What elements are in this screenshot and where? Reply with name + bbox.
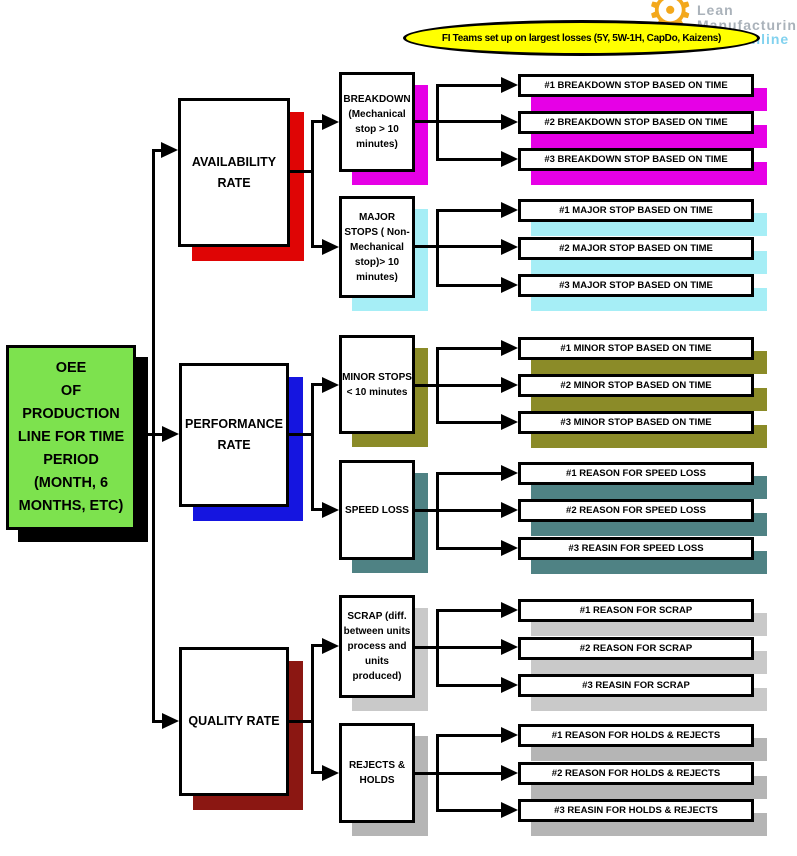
logo-lean: Lean — [697, 2, 734, 18]
node-speed-loss: SPEED LOSS — [339, 460, 415, 560]
connector-line — [436, 84, 501, 87]
arrowhead-icon — [162, 426, 179, 442]
connector-line — [290, 170, 314, 173]
node-rejects-holds: REJECTS & HOLDS — [339, 723, 415, 823]
loss-item-scrap-3: #3 REASIN FOR SCRAP — [518, 674, 754, 697]
connector-line — [436, 684, 501, 687]
connector-line — [415, 245, 501, 248]
connector-line — [289, 433, 314, 436]
connector-line — [436, 734, 501, 737]
connector-line — [311, 508, 323, 511]
loss-item-breakdown-2: #2 BREAKDOWN STOP BASED ON TIME — [518, 111, 754, 134]
loss-item-speed-1: #1 REASON FOR SPEED LOSS — [518, 462, 754, 485]
connector-line — [436, 84, 439, 161]
connector-line — [436, 472, 439, 550]
loss-item-breakdown-3: #3 BREAKDOWN STOP BASED ON TIME — [518, 148, 754, 171]
arrowhead-icon — [501, 239, 518, 255]
arrowhead-icon — [501, 414, 518, 430]
connector-line — [415, 120, 501, 123]
connector-line — [136, 433, 164, 436]
connector-line — [289, 720, 314, 723]
connector-line — [415, 646, 501, 649]
connector-line — [311, 120, 323, 123]
arrowhead-icon — [501, 465, 518, 481]
arrowhead-icon — [501, 540, 518, 556]
arrowhead-icon — [501, 340, 518, 356]
node-major-stops: MAJOR STOPS ( Non- Mechanical stop)> 10 … — [339, 196, 415, 298]
loss-item-scrap-2: #2 REASON FOR SCRAP — [518, 637, 754, 660]
node-quality-rate: QUALITY RATE — [179, 647, 289, 796]
arrowhead-icon — [501, 677, 518, 693]
loss-item-breakdown-1: #1 BREAKDOWN STOP BASED ON TIME — [518, 74, 754, 97]
loss-item-major-1: #1 MAJOR STOP BASED ON TIME — [518, 199, 754, 222]
arrowhead-icon — [501, 114, 518, 130]
connector-line — [436, 347, 439, 424]
node-breakdown: BREAKDOWN (Mechanical stop > 10 minutes) — [339, 72, 415, 172]
loss-item-rejects-3: #3 REASIN FOR HOLDS & REJECTS — [518, 799, 754, 822]
connector-line — [311, 644, 323, 647]
connector-line — [415, 509, 501, 512]
node-minor-stops: MINOR STOPS < 10 minutes — [339, 335, 415, 434]
node-scrap: SCRAP (diff. between units process and u… — [339, 595, 415, 698]
connector-line — [436, 347, 501, 350]
arrowhead-icon — [322, 638, 339, 654]
connector-line — [152, 149, 164, 152]
arrowhead-icon — [501, 77, 518, 93]
connector-line — [311, 245, 323, 248]
arrowhead-icon — [322, 114, 339, 130]
connector-line — [311, 383, 323, 386]
loss-item-rejects-2: #2 REASON FOR HOLDS & REJECTS — [518, 762, 754, 785]
loss-item-rejects-1: #1 REASON FOR HOLDS & REJECTS — [518, 724, 754, 747]
arrowhead-icon — [162, 713, 179, 729]
loss-item-minor-2: #2 MINOR STOP BASED ON TIME — [518, 374, 754, 397]
arrowhead-icon — [161, 142, 178, 158]
connector-line — [436, 158, 501, 161]
loss-item-minor-1: #1 MINOR STOP BASED ON TIME — [518, 337, 754, 360]
connector-line — [152, 149, 155, 723]
loss-item-major-2: #2 MAJOR STOP BASED ON TIME — [518, 237, 754, 260]
loss-item-major-3: #3 MAJOR STOP BASED ON TIME — [518, 274, 754, 297]
node-performance-rate: PERFORMANCE RATE — [179, 363, 289, 507]
connector-line — [436, 472, 501, 475]
arrowhead-icon — [501, 502, 518, 518]
arrowhead-icon — [322, 765, 339, 781]
connector-line — [436, 209, 501, 212]
node-oee-root: OEE OF PRODUCTION LINE FOR TIME PERIOD (… — [6, 345, 136, 530]
loss-item-scrap-1: #1 REASON FOR SCRAP — [518, 599, 754, 622]
connector-line — [436, 809, 501, 812]
connector-line — [436, 284, 501, 287]
connector-line — [311, 771, 323, 774]
connector-line — [415, 384, 501, 387]
connector-line — [436, 547, 501, 550]
banner-ellipse: FI Teams set up on largest losses (5Y, 5… — [403, 20, 760, 56]
arrowhead-icon — [501, 602, 518, 618]
connector-line — [311, 120, 314, 248]
connector-line — [436, 421, 501, 424]
arrowhead-icon — [501, 802, 518, 818]
loss-item-speed-2: #2 REASON FOR SPEED LOSS — [518, 499, 754, 522]
arrowhead-icon — [501, 765, 518, 781]
node-availability-rate: AVAILABILITY RATE — [178, 98, 290, 247]
connector-line — [436, 209, 439, 287]
loss-item-speed-3: #3 REASIN FOR SPEED LOSS — [518, 537, 754, 560]
connector-line — [152, 720, 164, 723]
connector-line — [415, 772, 501, 775]
connector-line — [311, 383, 314, 511]
arrowhead-icon — [322, 239, 339, 255]
connector-line — [436, 609, 501, 612]
arrowhead-icon — [501, 639, 518, 655]
arrowhead-icon — [501, 151, 518, 167]
connector-line — [311, 644, 314, 774]
arrowhead-icon — [322, 377, 339, 393]
arrowhead-icon — [501, 277, 518, 293]
arrowhead-icon — [501, 727, 518, 743]
loss-item-minor-3: #3 MINOR STOP BASED ON TIME — [518, 411, 754, 434]
connector-line — [436, 609, 439, 687]
arrowhead-icon — [322, 502, 339, 518]
arrowhead-icon — [501, 377, 518, 393]
connector-line — [436, 734, 439, 812]
arrowhead-icon — [501, 202, 518, 218]
